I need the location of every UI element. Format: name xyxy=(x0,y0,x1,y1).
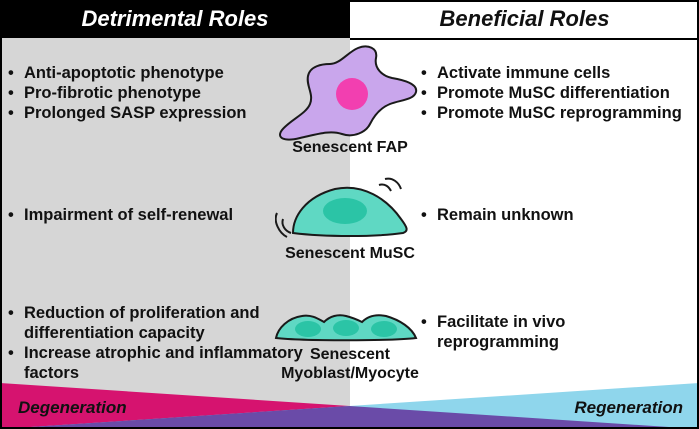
myoblast-beneficial-list: Facilitate in vivo reprogramming xyxy=(419,312,589,352)
myoblast-detrimental-list: Reduction of proliferation and different… xyxy=(6,303,336,383)
detrimental-header: Detrimental Roles xyxy=(0,0,350,38)
degeneration-label: Degeneration xyxy=(18,398,127,417)
list-item: Remain unknown xyxy=(419,205,574,225)
list-item: Prolonged SASP expression xyxy=(6,103,247,123)
senescent-myoblast-label-line1: Senescent xyxy=(309,346,391,363)
fap-detrimental-list: Anti-apoptotic phenotype Pro-fibrotic ph… xyxy=(6,63,247,123)
myoblast-nucleus xyxy=(371,321,397,337)
degeneration-regeneration-bar xyxy=(0,383,699,429)
senescent-myoblast-label: Senescent Myoblast/Myocyte xyxy=(270,345,430,383)
list-item: Impairment of self-renewal xyxy=(6,205,233,225)
senescent-myoblast-illustration xyxy=(274,314,418,342)
musc-detrimental-list: Impairment of self-renewal xyxy=(6,205,233,225)
senescent-myoblast-label-line2: Myoblast/Myocyte xyxy=(281,365,419,382)
vibration-mark xyxy=(378,183,392,192)
myoblast-nucleus xyxy=(295,321,321,337)
list-item: Promote MuSC differentiation xyxy=(419,83,682,103)
overlap-wedge xyxy=(0,406,699,429)
list-item: Reduction of proliferation and different… xyxy=(6,303,336,343)
senescent-fap-label: Senescent FAP xyxy=(292,139,408,156)
list-item: Activate immune cells xyxy=(419,63,682,83)
regeneration-label: Regeneration xyxy=(574,398,683,417)
beneficial-header: Beneficial Roles xyxy=(350,0,699,40)
senescent-musc-label: Senescent MuSC xyxy=(285,245,415,262)
musc-beneficial-list: Remain unknown xyxy=(419,205,574,225)
list-item: Pro-fibrotic phenotype xyxy=(6,83,247,103)
senescent-musc-illustration xyxy=(275,177,408,238)
senescent-fap-illustration xyxy=(279,45,418,141)
fap-beneficial-list: Activate immune cells Promote MuSC diffe… xyxy=(419,63,682,123)
fap-nucleus xyxy=(336,78,368,110)
list-item: Anti-apoptotic phenotype xyxy=(6,63,247,83)
vibration-mark xyxy=(281,218,292,234)
list-item: Promote MuSC reprogramming xyxy=(419,103,682,123)
musc-nucleus xyxy=(323,198,367,224)
vibration-mark xyxy=(275,212,288,238)
vibration-mark xyxy=(384,177,402,190)
myoblast-nucleus xyxy=(333,320,359,336)
list-item: Facilitate in vivo reprogramming xyxy=(419,312,589,352)
list-item: Increase atrophic and inflammatory facto… xyxy=(6,343,336,383)
